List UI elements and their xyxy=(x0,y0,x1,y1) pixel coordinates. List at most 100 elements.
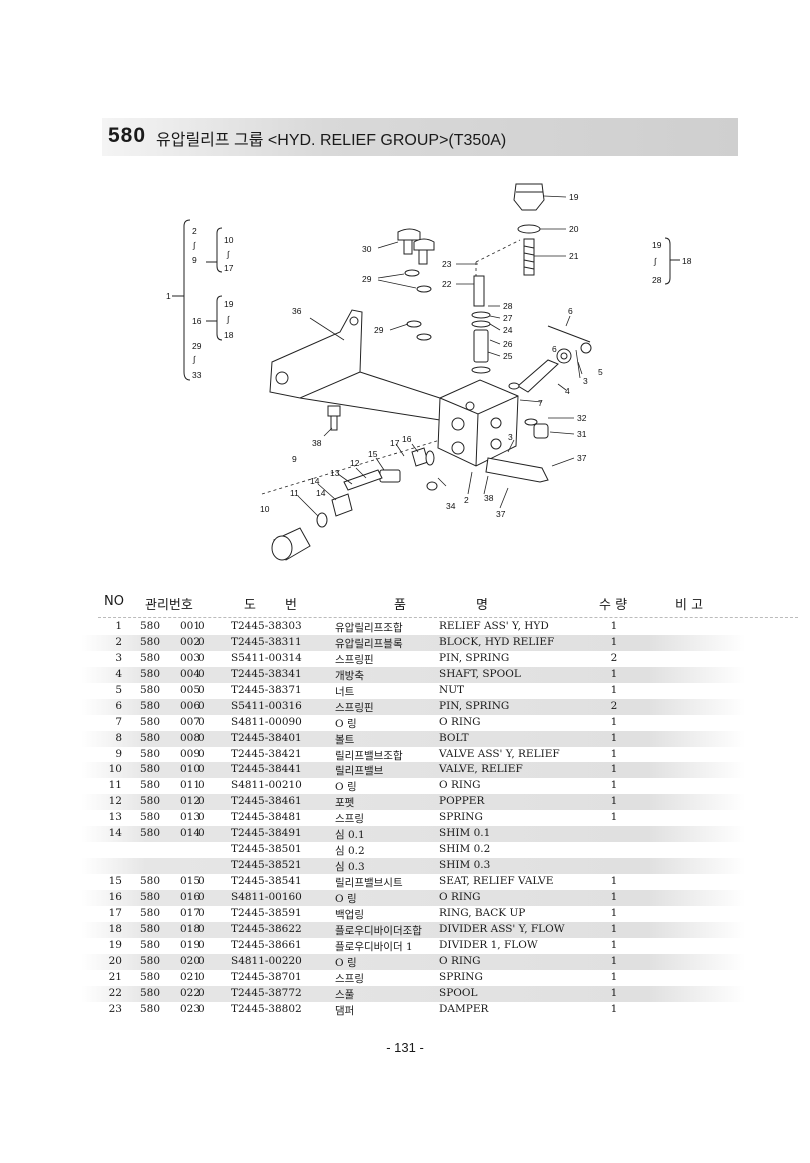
cell-group: 580 xyxy=(140,779,161,792)
cell-kr: O 링 xyxy=(335,892,357,905)
cell-no: 10 xyxy=(108,763,122,776)
cell-group: 580 xyxy=(140,715,161,728)
cell-qty: 1 xyxy=(610,620,618,632)
spring-part xyxy=(523,238,535,276)
cell-en: RELIEF ASS' Y, HYD xyxy=(439,620,549,632)
cell-en: SHAFT, SPOOL xyxy=(439,667,521,680)
cell-en: DIVIDER ASS' Y, FLOW xyxy=(439,922,565,935)
page-number: - 131 - xyxy=(386,1040,424,1055)
callout: 30 xyxy=(362,244,372,254)
cell-rev: 0 xyxy=(198,875,205,887)
cell-en: RING, BACK UP xyxy=(439,906,526,919)
callout: 15 xyxy=(368,449,378,459)
cell-seq: 022 xyxy=(180,986,201,999)
cell-seq: 010 xyxy=(180,763,201,776)
cell-seq: 005 xyxy=(180,683,201,696)
col-mgmt-header: 관리번호 xyxy=(145,598,193,613)
cell-no: 4 xyxy=(115,667,122,680)
cell-en: DAMPER xyxy=(439,1002,489,1015)
range-mark: ∫ xyxy=(226,249,230,259)
cell-seq: 019 xyxy=(180,938,201,951)
mounting-bracket-part xyxy=(269,309,363,399)
cell-kr: 심 0.3 xyxy=(335,861,365,874)
cell-group: 580 xyxy=(140,1002,161,1015)
cell-rev: 0 xyxy=(198,1002,205,1015)
callout: 36 xyxy=(292,306,302,316)
cell-group: 580 xyxy=(140,699,161,712)
cell-en: O RING xyxy=(439,779,481,792)
cell-qty: 1 xyxy=(610,715,618,728)
callout: 23 xyxy=(442,259,452,269)
group-number: 580 xyxy=(108,124,147,147)
cell-qty: 1 xyxy=(610,763,618,776)
col-drawing-header-a: 도 xyxy=(244,598,256,613)
bracket-label: 1 xyxy=(166,291,171,301)
cell-no: 11 xyxy=(108,779,122,792)
cell-no: 13 xyxy=(108,811,122,824)
callout: 12 xyxy=(350,458,360,468)
callout: 22 xyxy=(442,279,452,289)
cell-seq: 014 xyxy=(180,827,201,840)
range-mark: ∫ xyxy=(192,354,196,364)
cell-en: O RING xyxy=(439,954,481,967)
cell-group: 580 xyxy=(140,811,161,824)
callout: 37 xyxy=(577,453,587,463)
col-remark-header: 비 고 xyxy=(675,598,704,613)
cell-part: S5411-00316 xyxy=(231,699,302,712)
cell-en: SPRING xyxy=(439,811,483,824)
cell-part: T2445-38661 xyxy=(231,938,302,951)
col-name-header-a: 품 xyxy=(394,598,406,613)
cell-kr: O 링 xyxy=(335,956,357,969)
cell-seq: 012 xyxy=(180,795,201,808)
cell-en: O RING xyxy=(439,890,481,903)
callout: 29 xyxy=(374,325,384,335)
cell-part: T2445-38591 xyxy=(231,906,302,919)
callout: 21 xyxy=(569,251,579,261)
cell-kr: 댐퍼 xyxy=(335,1004,355,1017)
cell-qty: 1 xyxy=(610,970,618,983)
cell-seq: 003 xyxy=(180,651,201,664)
cell-rev: 0 xyxy=(198,986,205,999)
cell-qty: 1 xyxy=(610,731,618,744)
cell-kr: 유압릴리프조합 xyxy=(335,622,403,634)
cell-en: VALVE ASS' Y, RELIEF xyxy=(439,747,560,760)
cell-seq: 004 xyxy=(180,667,201,680)
cell-group: 580 xyxy=(140,890,161,903)
cell-kr: 플로우디바이더 1 xyxy=(335,940,413,953)
cell-kr: 플로우디바이더조합 xyxy=(335,924,422,937)
cell-no: 5 xyxy=(115,683,122,696)
cell-part: S4811-00090 xyxy=(231,715,302,728)
cell-rev: 0 xyxy=(198,731,205,744)
right-bracket-group xyxy=(664,237,680,285)
cell-kr: 릴리프밸브시트 xyxy=(335,877,403,889)
cell-rev: 0 xyxy=(198,779,205,792)
cell-en: DIVIDER 1, FLOW xyxy=(439,938,538,951)
col-name-header-b: 명 xyxy=(476,598,488,613)
bracket-label: 19 xyxy=(652,240,662,250)
cell-qty: 1 xyxy=(610,890,618,903)
callout: 2 xyxy=(464,495,469,505)
bracket-label: 9 xyxy=(192,255,197,265)
cell-en: PIN, SPRING xyxy=(439,699,510,712)
range-mark: ∫ xyxy=(192,240,196,250)
bracket-label: 28 xyxy=(652,275,662,285)
cell-rev: 0 xyxy=(198,827,205,840)
callout: 4 xyxy=(565,386,570,396)
cell-group: 580 xyxy=(140,938,161,951)
bracket-label: 33 xyxy=(192,370,202,380)
callout: 5 xyxy=(598,367,603,377)
cell-group: 580 xyxy=(140,827,161,840)
cell-rev: 0 xyxy=(198,763,205,776)
cell-en: SEAT, RELIEF VALVE xyxy=(439,875,554,887)
cell-no: 18 xyxy=(108,922,122,935)
cell-part: T2445-38541 xyxy=(231,875,302,887)
left-bracket-group xyxy=(172,219,223,381)
